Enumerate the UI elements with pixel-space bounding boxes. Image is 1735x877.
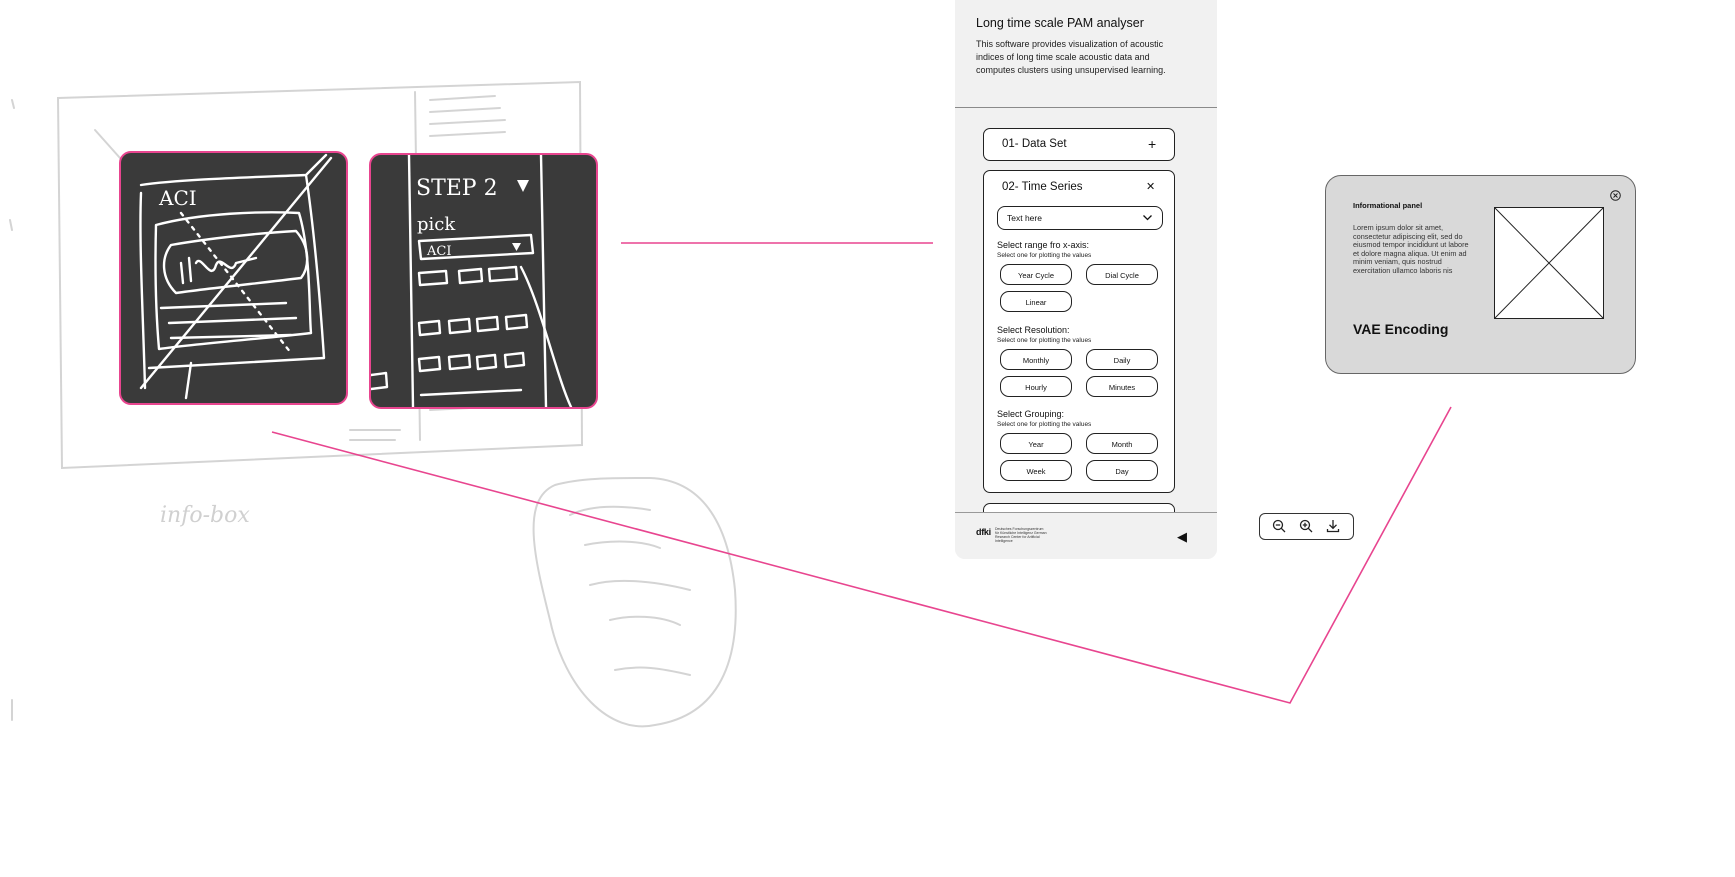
close-circle-icon[interactable] (1610, 190, 1621, 201)
option-daily[interactable]: Daily (1086, 349, 1158, 370)
metric-dropdown[interactable]: Text here (997, 206, 1163, 230)
metric-dropdown-value: Text here (1007, 213, 1042, 223)
chevron-down-icon (1143, 215, 1152, 221)
close-icon[interactable]: ✕ (1146, 181, 1156, 193)
informational-panel: Informational panel Lorem ipsum dolor si… (1325, 175, 1636, 374)
sidebar-panel: Long time scale PAM analyser This softwa… (955, 0, 1217, 559)
section-time-series-label: 02- Time Series (1002, 181, 1083, 193)
sketch-thumbnail-step2: STEP 2 pick ACI (369, 153, 598, 409)
section-time-series: 02- Time Series ✕ Text here Select range… (983, 170, 1175, 493)
option-week[interactable]: Week (1000, 460, 1072, 481)
collapse-sidebar-icon[interactable]: ◀ (1177, 529, 1187, 544)
app-title: Long time scale PAM analyser (976, 16, 1144, 30)
dfki-logo: dfki (976, 527, 991, 537)
info-panel-body: Lorem ipsum dolor sit amet, consectetur … (1353, 223, 1469, 275)
sketch-thumbnail-aci: ACI (119, 151, 348, 405)
zoom-toolbar (1259, 513, 1354, 540)
header-divider (955, 107, 1217, 108)
option-year[interactable]: Year (1000, 433, 1072, 454)
plus-icon[interactable]: + (1148, 136, 1157, 152)
option-linear[interactable]: Linear (1000, 291, 1072, 312)
image-placeholder (1494, 207, 1604, 319)
zoom-in-icon[interactable] (1298, 518, 1314, 534)
info-panel-heading: VAE Encoding (1353, 321, 1449, 337)
section-data-set[interactable]: 01- Data Set + (983, 128, 1175, 161)
option-month[interactable]: Month (1086, 433, 1158, 454)
sketch-pick-label: pick (417, 214, 456, 235)
resolution-title: Select Resolution: (997, 325, 1070, 335)
info-panel-title: Informational panel (1353, 201, 1423, 210)
xaxis-subtitle: Select one for plotting the values (997, 252, 1092, 259)
option-hourly[interactable]: Hourly (1000, 376, 1072, 397)
download-icon[interactable] (1325, 518, 1341, 534)
sketch-step2-label: STEP 2 (416, 176, 498, 201)
sketch-thumbnail-step2-drawing: STEP 2 pick ACI (371, 155, 573, 407)
grouping-title: Select Grouping: (997, 409, 1065, 419)
resolution-subtitle: Select one for plotting the values (997, 337, 1092, 344)
dfki-logo-caption: Deutsches Forschungszentrum für Künstlic… (995, 527, 1047, 543)
sketch-note-infobox: info-box (160, 503, 250, 528)
option-monthly[interactable]: Monthly (1000, 349, 1072, 370)
option-dial-cycle[interactable]: Dial Cycle (1086, 264, 1158, 285)
section-data-set-label: 01- Data Set (1002, 138, 1067, 150)
app-description: This software provides visualization of … (976, 39, 1166, 75)
sketch-aci-label: ACI (158, 186, 197, 210)
zoom-out-icon[interactable] (1271, 518, 1287, 534)
option-year-cycle[interactable]: Year Cycle (1000, 264, 1072, 285)
sketch-thumbnail-aci-drawing: ACI (139, 153, 333, 400)
option-day[interactable]: Day (1086, 460, 1158, 481)
sidebar-footer: dfki Deutsches Forschungszentrum für Kün… (955, 512, 1217, 559)
option-minutes[interactable]: Minutes (1086, 376, 1158, 397)
xaxis-title: Select range fro x-axis: (997, 240, 1090, 250)
grouping-subtitle: Select one for plotting the values (997, 421, 1092, 428)
sketch-select-label: ACI (426, 244, 451, 259)
